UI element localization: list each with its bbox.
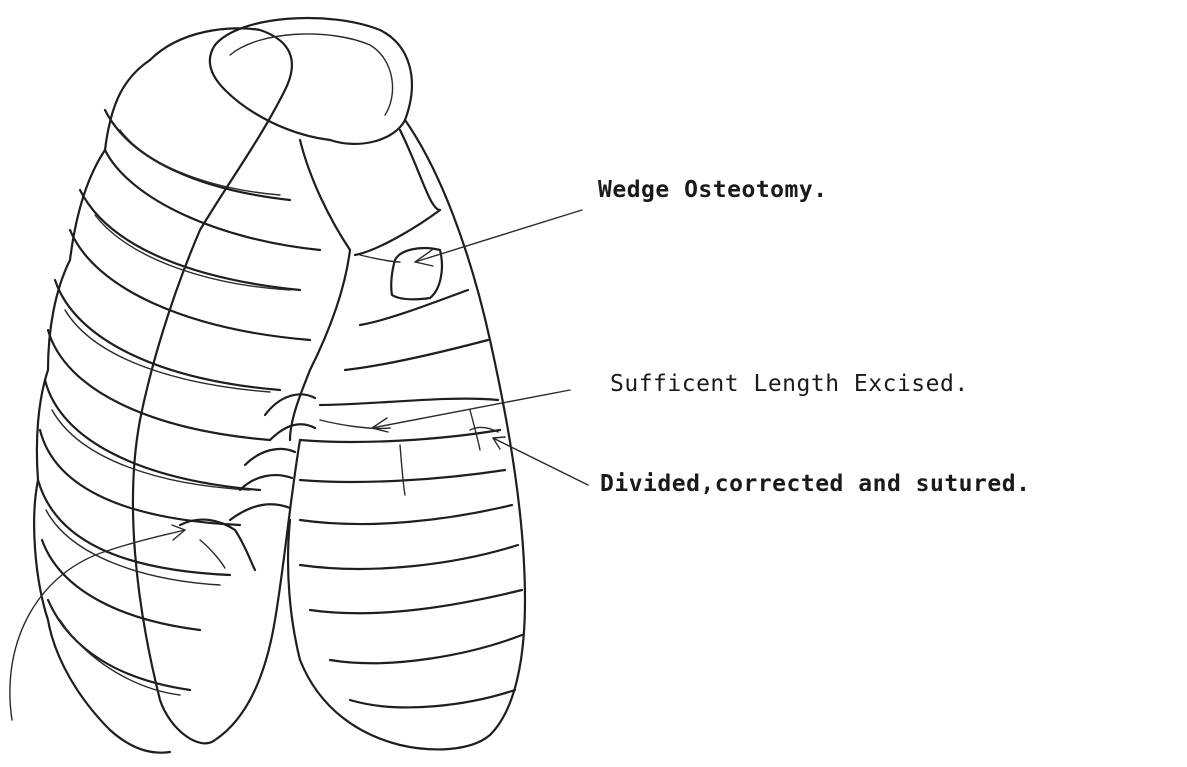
left-rib-cage	[34, 28, 320, 752]
divided-arrow-line	[493, 438, 588, 485]
upper-opening	[210, 18, 440, 250]
wedge-arrow-head	[415, 250, 433, 266]
right-rib-cage	[288, 120, 525, 749]
annotation-arrows	[10, 210, 588, 720]
excised-arrow-line	[372, 390, 570, 428]
sufficient-length-excised-label: Sufficent Length Excised.	[610, 371, 969, 397]
wedge-osteotomy-label: Wedge Osteotomy.	[598, 177, 828, 203]
divided-corrected-sutured-label: Divided,corrected and sutured.	[600, 471, 1030, 497]
wedge-arrow-line	[415, 210, 582, 262]
